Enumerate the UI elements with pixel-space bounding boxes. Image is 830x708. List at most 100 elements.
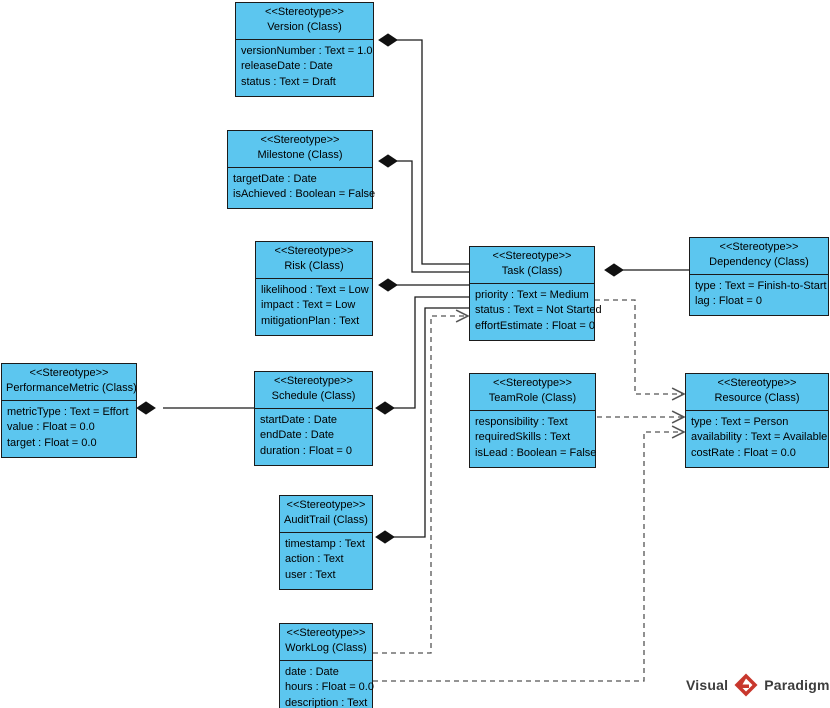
edge-audittrail-task (393, 307, 470, 538)
class-name-teamrole: TeamRole (Class) (488, 391, 577, 404)
class-header-worklog: <<Stereotype>> WorkLog (Class) (280, 624, 372, 661)
attribute-row: versionNumber : Text = 1.0 (241, 44, 373, 57)
class-attributes-teamrole: responsibility : Text requiredSkills : T… (470, 410, 597, 467)
class-name-task: Task (Class) (501, 264, 563, 277)
attribute-row: lag : Float = 0 (695, 295, 762, 308)
edge-worklog-task (373, 316, 468, 654)
attribute-row: responsibility : Text (475, 415, 568, 428)
attribute-row: description : Text (285, 697, 368, 708)
diamond-risk (378, 278, 398, 292)
class-name-risk: Risk (Class) (284, 259, 344, 272)
attribute-row: hours : Float = 0.0 (285, 681, 374, 694)
diamond-performancemetric (136, 401, 156, 415)
attribute-row: date : Date (285, 665, 339, 678)
class-header-milestone: <<Stereotype>> Milestone (Class) (228, 131, 372, 168)
class-stereotype-dependency: <<Stereotype>> (719, 241, 799, 253)
class-stereotype-task: <<Stereotype>> (492, 250, 572, 262)
attribute-row: endDate : Date (260, 429, 334, 442)
class-header-audittrail: <<Stereotype>> AuditTrail (Class) (280, 496, 372, 533)
class-header-risk: <<Stereotype>> Risk (Class) (256, 242, 372, 279)
class-box-worklog[interactable]: <<Stereotype>> WorkLog (Class) date : Da… (279, 623, 374, 708)
class-name-schedule: Schedule (Class) (271, 389, 356, 402)
class-box-risk[interactable]: <<Stereotype>> Risk (Class) likelihood :… (255, 241, 373, 336)
class-name-milestone: Milestone (Class) (257, 148, 343, 161)
visual-paradigm-logo-icon (733, 672, 759, 698)
class-box-teamrole[interactable]: <<Stereotype>> TeamRole (Class) responsi… (469, 373, 596, 468)
class-header-teamrole: <<Stereotype>> TeamRole (Class) (470, 374, 595, 411)
edge-milestone-task (396, 160, 470, 273)
class-stereotype-resource: <<Stereotype>> (717, 377, 797, 389)
attribute-row: isLead : Boolean = False (475, 447, 597, 459)
attribute-row: mitigationPlan : Text (261, 315, 360, 327)
class-attributes-schedule: startDate : Date endDate : Date duration… (255, 408, 372, 465)
class-stereotype-performancemetric: <<Stereotype>> (29, 367, 109, 379)
attribute-row: targetDate : Date (233, 172, 317, 185)
edge-version-task (396, 39, 470, 265)
attribute-row: likelihood : Text = Low (261, 283, 369, 296)
attribute-row: status : Text = Not Started (475, 304, 602, 317)
attribute-row: target : Float = 0.0 (7, 437, 97, 449)
attribute-row: metricType : Text = Effort (7, 405, 129, 418)
attribute-row: effortEstimate : Float = 0 (475, 320, 595, 332)
diamond-dependency (604, 263, 624, 277)
class-attributes-risk: likelihood : Text = Low impact : Text = … (256, 278, 372, 335)
class-box-task[interactable]: <<Stereotype>> Task (Class) priority : T… (469, 246, 602, 341)
attribute-row: duration : Float = 0 (260, 445, 353, 457)
class-attributes-milestone: targetDate : Date isAchieved : Boolean =… (228, 167, 376, 208)
class-header-task: <<Stereotype>> Task (Class) (470, 247, 594, 284)
watermark-word-right: Paradigm (764, 677, 830, 693)
class-stereotype-worklog: <<Stereotype>> (286, 627, 366, 639)
class-header-performancemetric: <<Stereotype>> PerformanceMetric (Class) (2, 364, 137, 401)
class-header-schedule: <<Stereotype>> Schedule (Class) (255, 372, 372, 409)
attribute-row: type : Text = Finish-to-Start (695, 279, 827, 292)
class-box-audittrail[interactable]: <<Stereotype>> AuditTrail (Class) timest… (279, 495, 373, 590)
class-stereotype-risk: <<Stereotype>> (274, 245, 354, 257)
class-box-performancemetric[interactable]: <<Stereotype>> PerformanceMetric (Class)… (1, 363, 137, 458)
class-attributes-resource: type : Text = Person availability : Text… (686, 410, 828, 467)
attribute-row: priority : Text = Medium (475, 288, 589, 301)
attribute-row: isAchieved : Boolean = False (233, 188, 376, 201)
attribute-row: timestamp : Text (285, 537, 365, 550)
class-box-version[interactable]: <<Stereotype>> Version (Class) versionNu… (235, 2, 374, 97)
class-name-worklog: WorkLog (Class) (285, 641, 367, 654)
class-attributes-worklog: date : Date hours : Float = 0.0 descript… (280, 660, 374, 708)
attribute-row: startDate : Date (260, 413, 338, 426)
class-attributes-task: priority : Text = Medium status : Text =… (470, 283, 602, 340)
visual-paradigm-watermark: Visual Paradigm (686, 672, 830, 698)
class-box-schedule[interactable]: <<Stereotype>> Schedule (Class) startDat… (254, 371, 373, 466)
diamond-audittrail (375, 530, 395, 544)
class-name-dependency: Dependency (Class) (709, 255, 809, 268)
class-name-version: Version (Class) (267, 20, 342, 33)
attribute-row: impact : Text = Low (261, 299, 356, 312)
watermark-word-left: Visual (686, 677, 729, 693)
attribute-row: type : Text = Person (691, 415, 789, 428)
class-header-dependency: <<Stereotype>> Dependency (Class) (690, 238, 828, 275)
class-stereotype-version: <<Stereotype>> (265, 6, 344, 18)
attribute-row: user : Text (285, 569, 336, 581)
class-box-milestone[interactable]: <<Stereotype>> Milestone (Class) targetD… (227, 130, 376, 209)
diamond-version (378, 33, 398, 47)
class-name-performancemetric: PerformanceMetric (Class) (6, 381, 137, 394)
attribute-row: value : Float = 0.0 (7, 421, 95, 434)
class-stereotype-teamrole: <<Stereotype>> (493, 377, 572, 389)
class-attributes-version: versionNumber : Text = 1.0 releaseDate :… (236, 39, 373, 96)
class-header-version: <<Stereotype>> Version (Class) (236, 3, 373, 40)
class-name-audittrail: AuditTrail (Class) (284, 513, 368, 526)
diamond-schedule-right (375, 401, 395, 415)
class-stereotype-schedule: <<Stereotype>> (274, 375, 353, 387)
edge-worklog-resource (373, 432, 684, 682)
class-stereotype-audittrail: <<Stereotype>> (286, 499, 366, 511)
attribute-row: status : Text = Draft (241, 76, 336, 88)
class-name-resource: Resource (Class) (714, 391, 800, 404)
attribute-row: availability : Text = Available (691, 431, 828, 444)
diamond-milestone (378, 154, 398, 168)
class-stereotype-milestone: <<Stereotype>> (260, 134, 340, 146)
attribute-row: releaseDate : Date (241, 60, 333, 73)
attribute-row: action : Text (285, 553, 344, 566)
edge-schedule-task (393, 296, 470, 409)
edge-task-resource (595, 299, 684, 394)
class-box-dependency[interactable]: <<Stereotype>> Dependency (Class) type :… (689, 237, 829, 316)
class-box-resource[interactable]: <<Stereotype>> Resource (Class) type : T… (685, 373, 829, 468)
